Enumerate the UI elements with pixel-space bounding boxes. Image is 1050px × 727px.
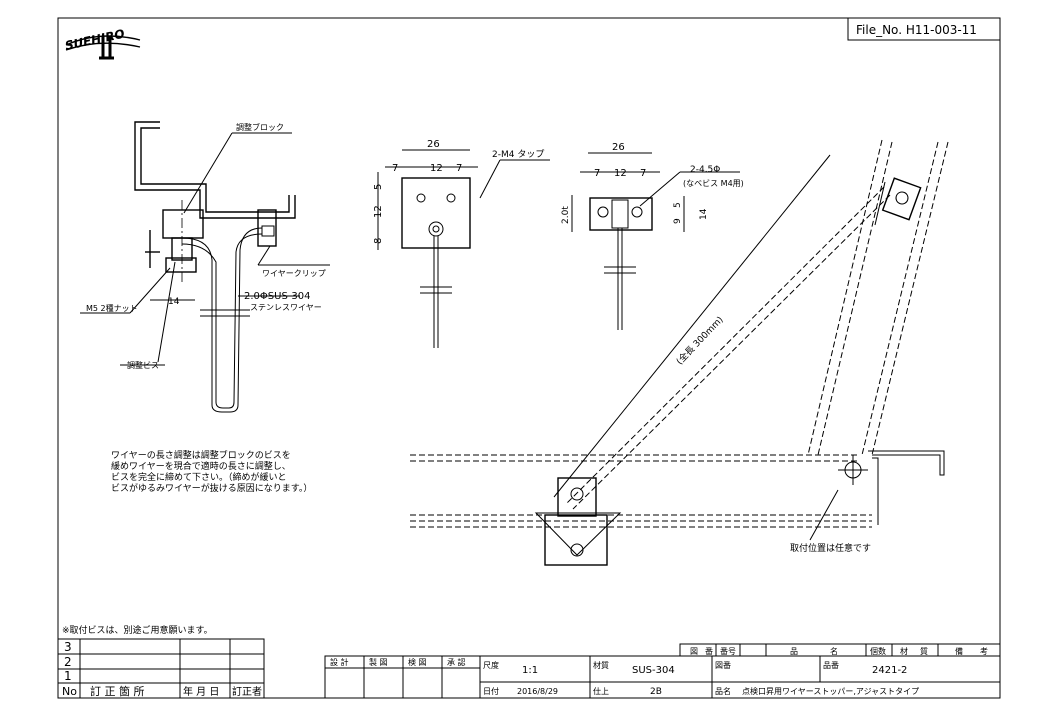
date-value: 2016/8/29 [517, 687, 558, 696]
plate-hole-view: 26 7 12 7 2-4.5Φ (なベビス M4用) 2.0t 9 5 14 [561, 142, 744, 330]
note-line-3: ビスを完全に締めて下さい。（締めが緩いと [111, 471, 287, 483]
revision-row-3: 3 [64, 640, 72, 654]
mounting-screw-note: ※取付ビスは、別途ご用意願います。 [62, 624, 213, 636]
file-no-box: File_No. H11-003-11 [847, 17, 1001, 41]
material-label: 材質 [593, 660, 609, 670]
sheet-border [57, 17, 1001, 699]
date-label: 日付 [483, 686, 499, 696]
parts-header-7: 質 [920, 646, 928, 656]
plate-a-tap: 2-M4 タップ [492, 149, 544, 160]
plate-a-dim-7b: 7 [456, 163, 462, 174]
label-adjust-block: 調整ブロック [236, 122, 284, 132]
revision-row-1: 1 [64, 669, 72, 683]
parts-header-2: 番号 [720, 646, 736, 656]
plate-b-dim-14: 14 [699, 208, 709, 220]
drawing-no-label: 図番 [715, 660, 731, 670]
revision-header-location: 訂 正 箇 所 [90, 684, 145, 698]
logo-text: SUEHIRO [64, 27, 126, 53]
plate-a-dim-12v: 12 [373, 205, 384, 218]
plate-tap-view: 26 7 12 7 2-M4 タップ 5 12 8 [373, 139, 550, 348]
part-no-label: 品番 [823, 660, 839, 670]
dim-14-left: 14 [168, 297, 180, 307]
plate-a-dim-7a: 7 [392, 163, 398, 174]
adjustment-note: ワイヤーの長さ調整は調整ブロックのビスを 緩めワイヤーを現合で適時の長さに調整し… [111, 449, 312, 494]
label-wire-name: ステンレスワイヤー [250, 303, 322, 312]
parts-header-0: 図 [690, 647, 698, 656]
plate-a-dim-8: 8 [373, 238, 384, 244]
material-value: SUS-304 [632, 665, 675, 676]
approval-check: 検 図 [408, 657, 427, 667]
adjust-block [162, 209, 204, 239]
plate-a-dim-26: 26 [427, 139, 440, 150]
plate-b-dim-7b: 7 [640, 168, 646, 179]
nut-shape [165, 257, 197, 273]
wire-full-length: (全長 300mm) [674, 314, 726, 367]
title-block: 図 番 番号 品 名 個数 材 質 備 考 設 計 製 図 検 図 承 認 尺度… [324, 643, 1001, 699]
plate-b-dim-7a: 7 [594, 168, 600, 179]
parts-header-6: 材 [900, 646, 908, 656]
plate-b-dim-26: 26 [612, 142, 625, 153]
parts-header-4: 名 [830, 646, 838, 656]
part-no-value: 2421-2 [872, 665, 907, 676]
parts-header-8: 備 [955, 646, 963, 656]
scale-label: 尺度 [483, 660, 499, 670]
revision-header-date: 年 月 日 [183, 685, 219, 698]
plate-b-dim-5: 5 [673, 202, 683, 208]
parts-header-1: 番 [705, 646, 713, 656]
parts-header-5: 個数 [870, 646, 886, 656]
revision-header-person: 訂正者 [232, 685, 262, 698]
name-label: 品名 [715, 686, 731, 696]
approval-design: 設 計 [330, 657, 349, 667]
label-wire-clip: ワイヤークリップ [262, 269, 326, 278]
scale-value: 1:1 [522, 665, 538, 676]
plate-b-dim-9: 9 [673, 218, 683, 224]
label-nut: M5 2種ナット [86, 303, 138, 313]
finish-value: 2B [650, 687, 662, 697]
plate-a-dim-12: 12 [430, 163, 443, 174]
revision-table: 3 2 1 No 訂 正 箇 所 年 月 日 訂正者 [57, 638, 265, 699]
parts-header-9: 考 [980, 647, 988, 656]
left-side-view: 調整ブロック ワイヤークリップ M5 2種ナット 14 2.0ΦSUS-304 … [80, 121, 330, 413]
plate-b-screw-note: (なベビス M4用) [683, 179, 744, 188]
revision-header-no: No [62, 685, 77, 698]
plate-a-dim-5: 5 [373, 184, 384, 190]
plate-b-thickness: 2.0t [561, 206, 571, 224]
label-adjust-screw: 調整ビス [127, 360, 159, 370]
approval-approve: 承 認 [447, 657, 466, 667]
label-wire-spec: 2.0ΦSUS-304 [244, 291, 310, 302]
revision-row-2: 2 [64, 655, 72, 669]
file-no: File_No. H11-003-11 [856, 23, 977, 37]
parts-header-3: 品 [790, 647, 798, 656]
position-note: 取付位置は任意です [790, 542, 871, 554]
approval-draft: 製 図 [369, 657, 388, 667]
suehiro-logo: SUEHIRO [64, 27, 141, 60]
finish-label: 仕上 [593, 686, 609, 696]
note-line-2: 緩めワイヤーを現合で適時の長さに調整し、 [111, 460, 291, 472]
plate-b-dim-12: 12 [614, 168, 627, 179]
product-name: 点検口昇用ワイヤーストッパー,アジャストタイプ [742, 686, 919, 696]
plate-b-holes: 2-4.5Φ [690, 165, 720, 175]
note-line-1: ワイヤーの長さ調整は調整ブロックのビスを [111, 449, 291, 461]
note-line-4: ビスがゆるみワイヤーが抜ける原因になります。） [111, 482, 312, 494]
